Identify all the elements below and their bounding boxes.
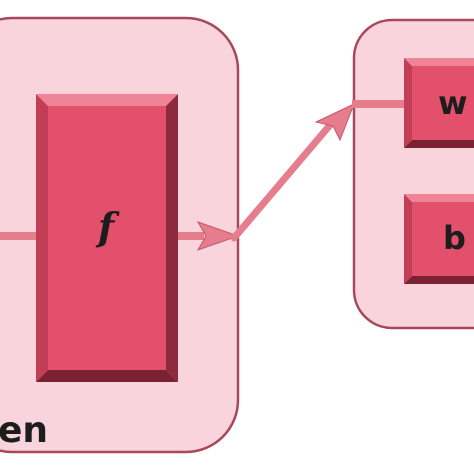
diagonal-arrow [230,103,355,242]
weight-block [404,58,474,148]
bias-block [404,194,474,284]
input-connector [0,232,38,240]
function-block [36,94,178,382]
f-output-arrow [178,221,240,251]
w-connector [352,100,408,108]
